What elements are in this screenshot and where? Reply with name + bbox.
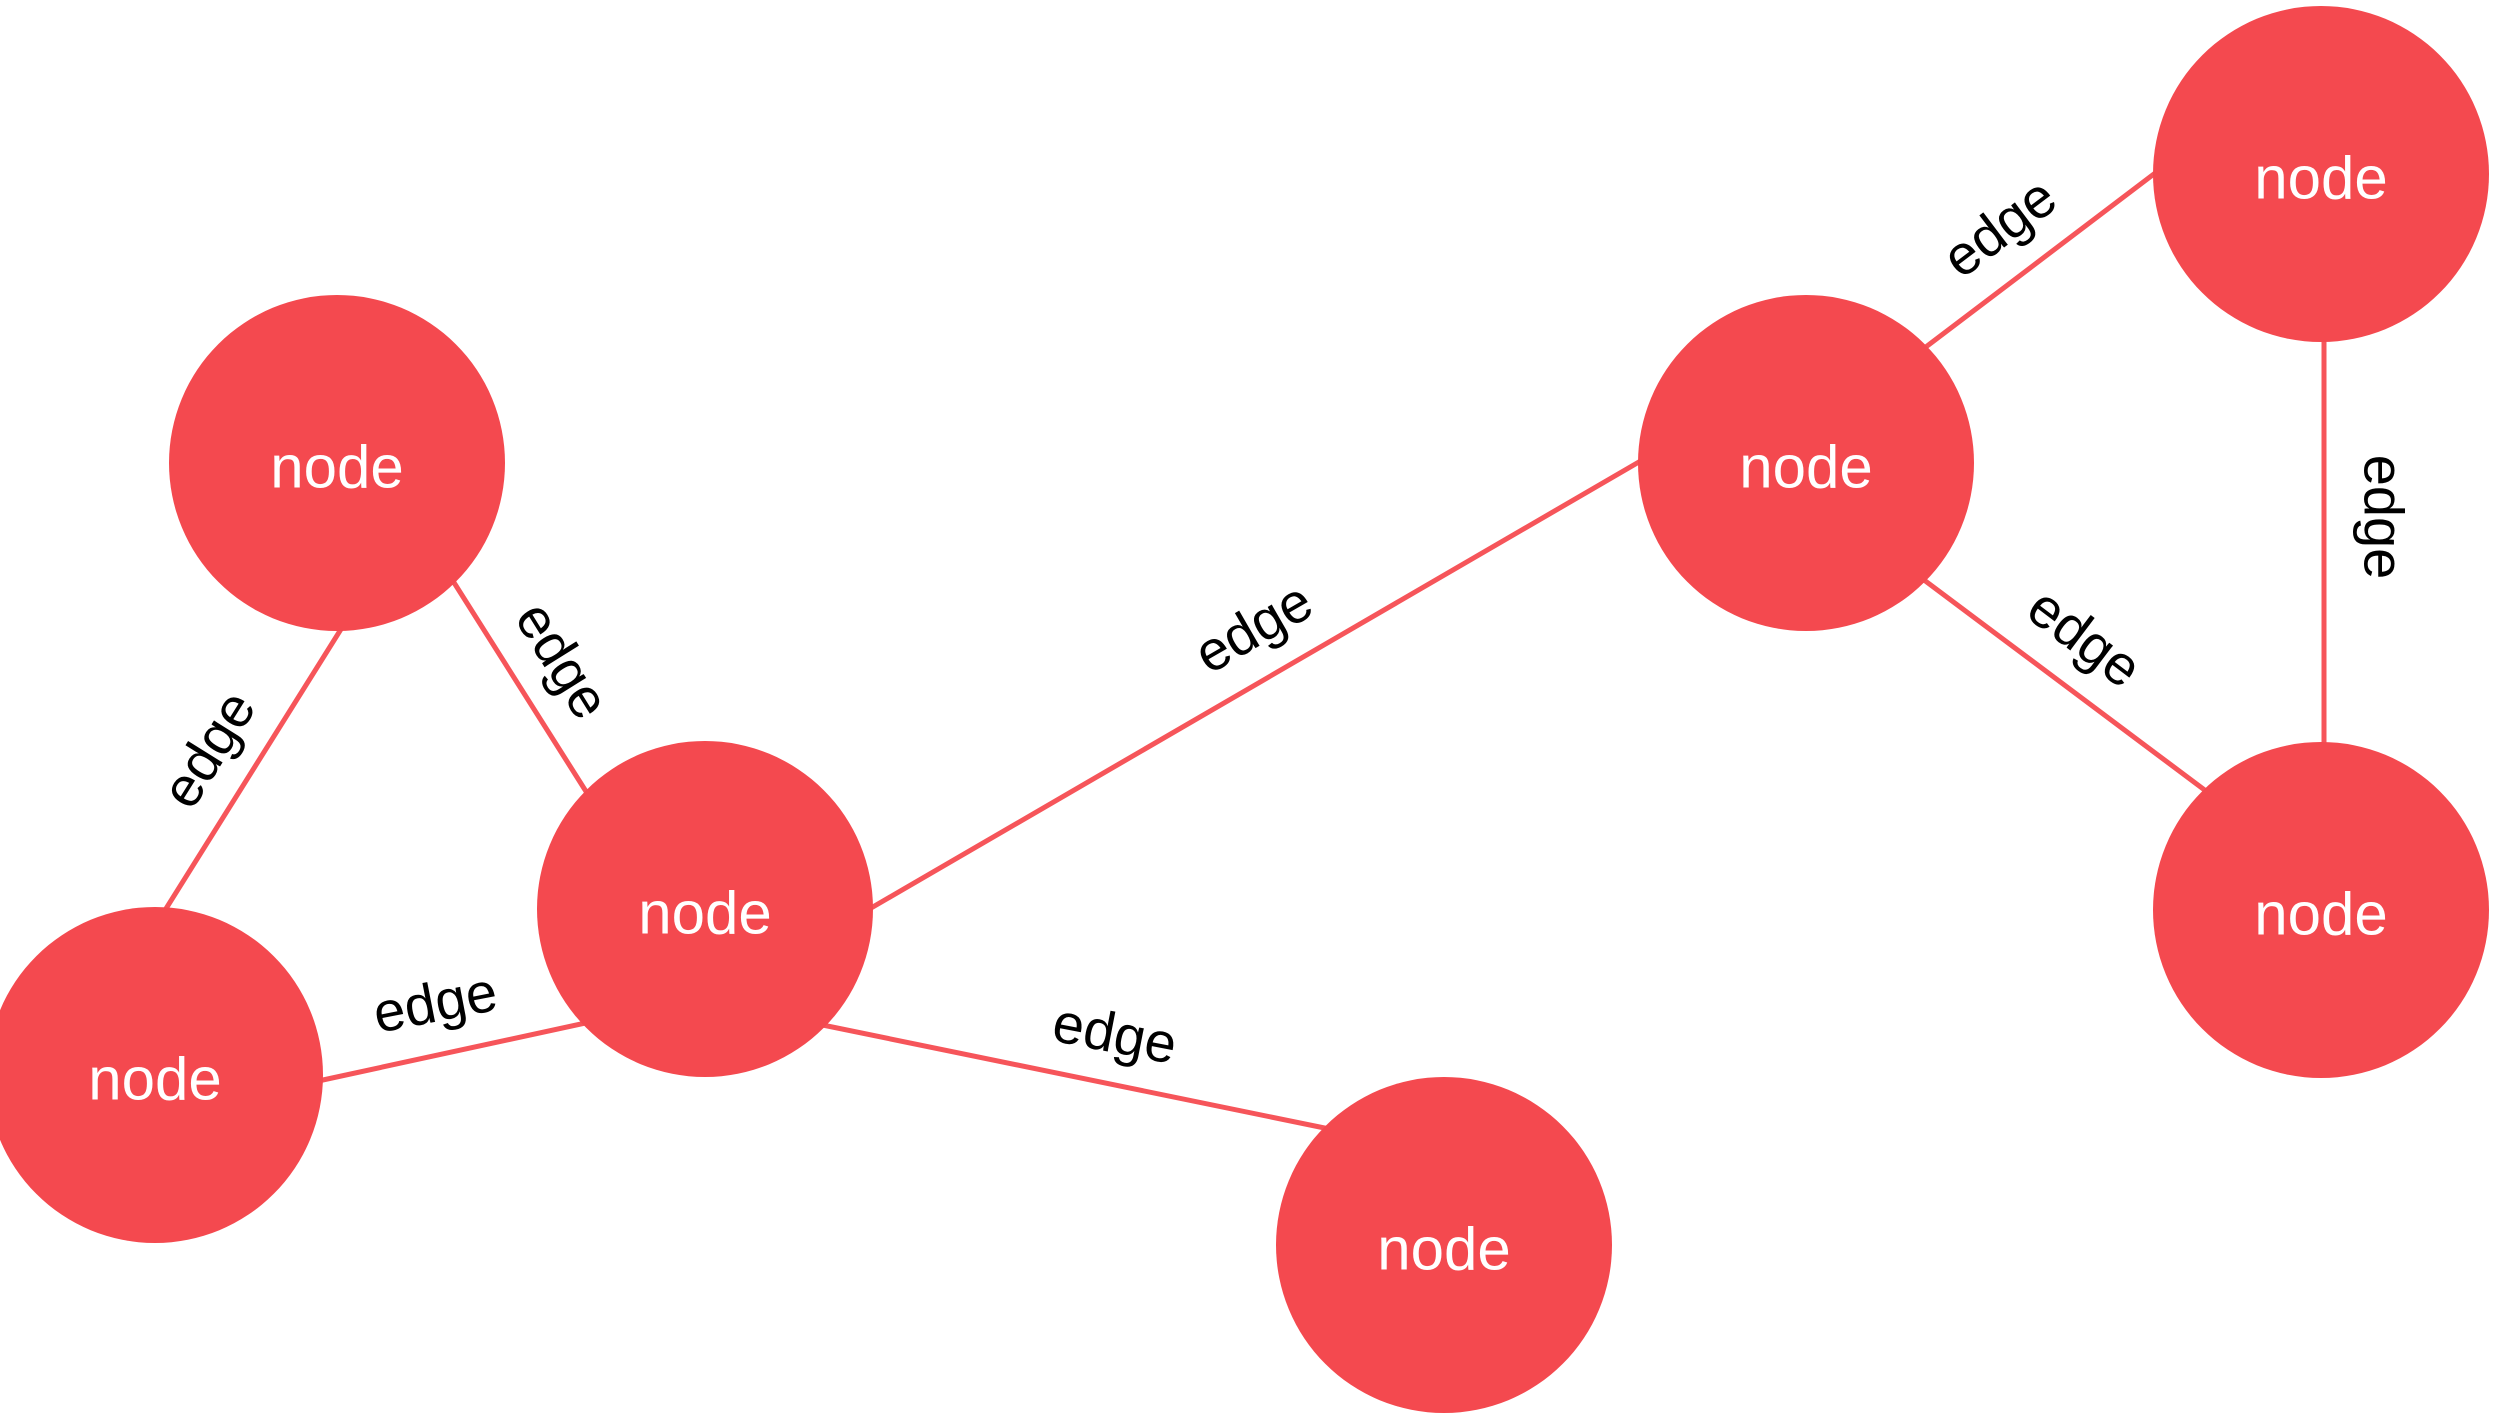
node-bottom-left[interactable] [0, 907, 323, 1243]
edge-label-1: edge [503, 590, 622, 729]
edge-label-6: edge [2016, 574, 2153, 699]
edges-layer [149, 152, 2327, 1136]
edge-label-4: edge [1048, 990, 1182, 1076]
graph-node-group-node-bottom-middle: node [1276, 1077, 1612, 1413]
graph-node-group-node-bottom-right: node [2153, 742, 2489, 1078]
graph-node-group-node-top-right: node [2153, 6, 2489, 342]
graph-node-group-node-center: node [537, 741, 873, 1077]
node-bottom-middle[interactable] [1276, 1077, 1612, 1413]
edge-label-0: edge [148, 679, 267, 818]
edge-label-3: edge [1183, 569, 1322, 686]
edge-label-7: edge [2353, 455, 2416, 580]
edge-label-2: edge [368, 959, 502, 1045]
edge-labels-layer: edge edge edge edge edge edge edge edge [148, 164, 2415, 1075]
graph-edge-node-center--node-right [844, 445, 1666, 925]
graph-node-group-node-bottom-left: node [0, 907, 323, 1243]
node-bottom-right[interactable] [2153, 742, 2489, 1078]
graph-node-group-node-right: node [1638, 295, 1974, 631]
graph-edge-node-bottom-left--node-center [306, 1014, 616, 1086]
edge-label-5: edge [1930, 164, 2067, 289]
graph-edge-node-center--node-bottom-middle [800, 1018, 1352, 1136]
node-center[interactable] [537, 741, 873, 1077]
node-top-left[interactable] [169, 295, 505, 631]
graph-edge-node-top-left--node-bottom-left [149, 607, 356, 934]
graph-edge-node-top-left--node-center [438, 559, 602, 815]
node-right[interactable] [1638, 295, 1974, 631]
node-top-right[interactable] [2153, 6, 2489, 342]
graph-edge-node-right--node-bottom-right [1901, 562, 2229, 809]
graph-node-group-node-top-left: node [169, 295, 505, 631]
graph-edge-node-right--node-top-right [1903, 152, 2182, 365]
